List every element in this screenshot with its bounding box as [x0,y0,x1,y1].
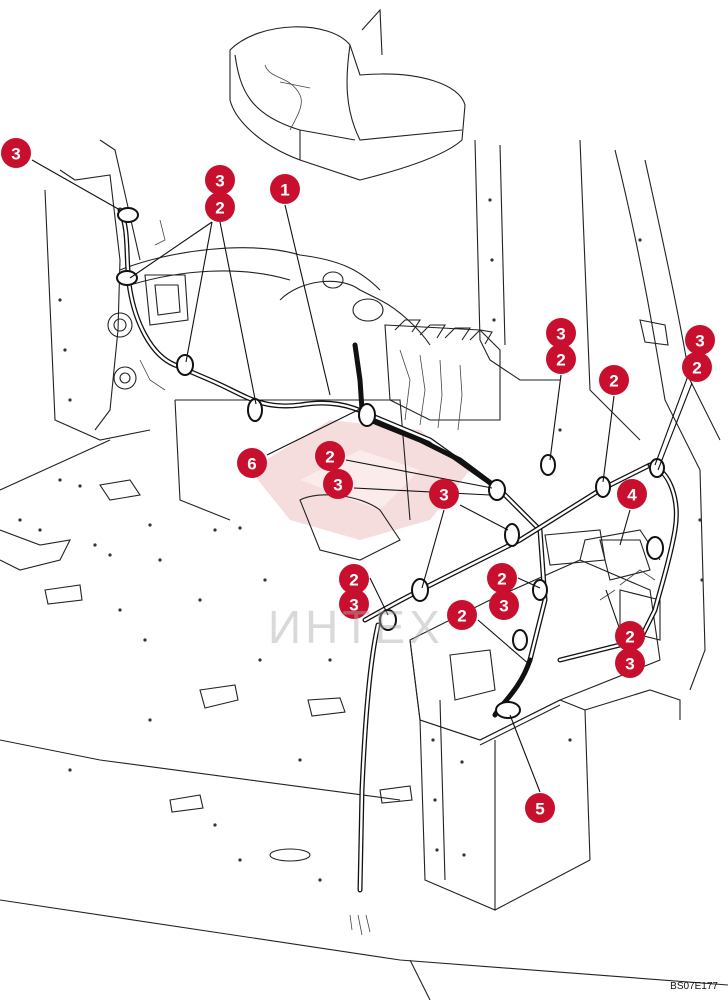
callout-label: 1 [280,181,289,200]
callout-marker [237,448,267,478]
callout-marker [205,192,235,222]
callout-marker [205,165,235,195]
callout-18: 3 [489,590,519,620]
callout-label: 3 [215,172,224,191]
callout-2: 3 [205,165,235,195]
callout-marker [546,318,576,348]
callout-16: 3 [339,589,369,619]
callout-12: 3 [685,325,715,355]
callout-3: 2 [205,192,235,222]
callout-4: 1 [270,174,300,204]
callout-10: 2 [546,344,576,374]
callout-label: 3 [349,596,358,615]
harness-clamps [116,207,665,719]
callout-label: 2 [457,607,466,626]
watermark-text: ИНТЕХ [268,601,444,653]
callout-marker [617,479,647,509]
callout-label: 2 [625,628,634,647]
callout-19: 2 [447,600,477,630]
callout-label: 4 [627,486,637,505]
callout-15: 2 [339,564,369,594]
callout-marker [615,621,645,651]
callout-9: 3 [546,318,576,348]
callout-label: 3 [439,486,448,505]
callout-13: 2 [682,352,712,382]
callout-label: 5 [535,800,544,819]
callout-marker [682,352,712,382]
drawing-code: BS07E177 [670,981,718,992]
callout-8: 3 [429,479,459,509]
callout-11: 2 [599,365,629,395]
callout-marker [487,563,517,593]
callout-marker [546,344,576,374]
callout-20: 2 [615,621,645,651]
callout-label: 3 [333,476,342,495]
callout-marker [447,600,477,630]
callout-label: 6 [247,455,256,474]
callout-label: 2 [349,571,358,590]
callout-17: 2 [487,563,517,593]
callout-marker [489,590,519,620]
callout-marker [339,589,369,619]
callout-1: 3 [1,138,31,168]
watermark-logo [250,420,470,540]
leader-lines [31,159,696,793]
callout-label: 3 [695,332,704,351]
callout-marker [270,174,300,204]
callout-group: 3 3 2 1 6 2 3 3 3 2 2 3 2 4 2 3 2 3 2 2 3 5 [1,138,715,823]
callout-label: 2 [325,448,334,467]
callout-label: 3 [11,145,20,164]
callout-label: 2 [497,570,506,589]
callout-5: 6 [237,448,267,478]
callout-7: 3 [323,469,353,499]
callout-6: 2 [315,441,345,471]
callout-marker [339,564,369,594]
callout-marker [429,479,459,509]
callout-label: 2 [609,372,618,391]
callout-marker [685,325,715,355]
floor-bolt-holes [18,198,704,882]
callout-label: 2 [215,199,224,218]
callout-label: 3 [556,325,565,344]
callout-22: 5 [525,793,555,823]
callout-label: 2 [692,359,701,378]
callout-marker [615,648,645,678]
callout-marker [315,441,345,471]
callout-14: 4 [617,479,647,509]
operator-seat [229,8,466,181]
callout-21: 3 [615,648,645,678]
callout-marker [525,793,555,823]
callout-label: 3 [499,597,508,616]
callout-marker [323,469,353,499]
callout-marker [1,138,31,168]
callout-marker [599,365,629,395]
callout-label: 2 [556,351,565,370]
callout-label: 3 [625,655,634,674]
